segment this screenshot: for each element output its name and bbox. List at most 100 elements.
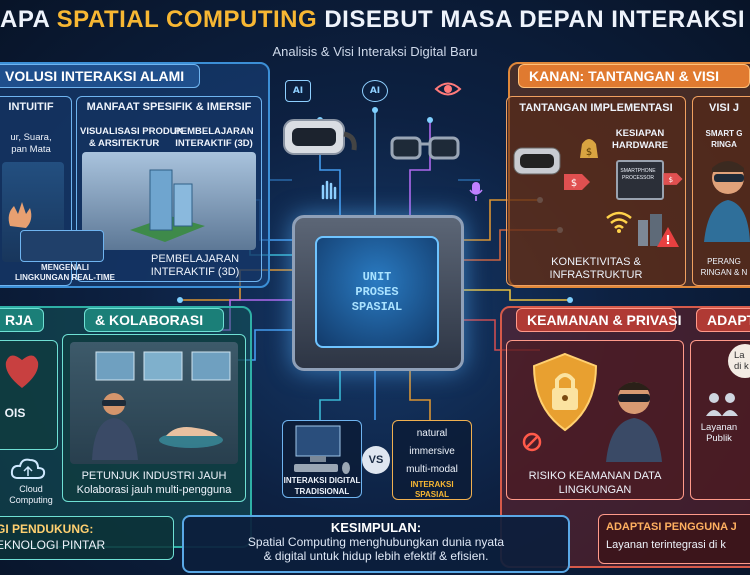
cloud-label-a: Cloud bbox=[19, 484, 43, 494]
support-line-2: EKNOLOGI PINTAR bbox=[0, 538, 106, 552]
support-tech-box bbox=[0, 516, 174, 560]
env-label-a: MENGENALI bbox=[41, 263, 89, 272]
conclusion-box: KESIMPULAN: Spatial Computing menghubung… bbox=[182, 515, 570, 573]
building-model-icon bbox=[130, 169, 205, 242]
vision-title: VISI J bbox=[709, 102, 739, 114]
user-with-glasses-icon bbox=[606, 382, 662, 462]
benefits-title: MANFAAT SPESIFIK & IMERSIF bbox=[86, 101, 252, 113]
ai-badge-1: AI bbox=[285, 80, 311, 102]
evolution-header: VOLUSI INTERAKSI ALAMI bbox=[0, 64, 200, 88]
support-line-1: GI PENDUKUNG: bbox=[0, 522, 94, 536]
heart-anatomy-icon bbox=[5, 355, 39, 388]
implementation-title: TANTANGAN IMPLEMENTASI bbox=[519, 102, 673, 114]
challenges-header: KANAN: TANTANGAN & VISI bbox=[518, 64, 750, 88]
benefits-caption-a: PEMBELAJARAN bbox=[150, 253, 240, 265]
work-header-left: RJA bbox=[0, 308, 44, 332]
svg-text:$: $ bbox=[586, 147, 592, 158]
traditional-label-b: TRADISIONAL bbox=[294, 487, 350, 496]
processor-label-a: SMARTPHONE bbox=[620, 168, 656, 174]
vision-smart-b: RINGA bbox=[711, 140, 737, 149]
vision-device-a: PERANG bbox=[707, 257, 741, 266]
ois-label: OIS bbox=[4, 406, 26, 420]
benefit-2-a: PEMBELAJARAN bbox=[174, 126, 254, 137]
industry-title: PETUNJUK INDUSTRI JAUH bbox=[81, 470, 227, 482]
spatial-label-a: INTERAKSI bbox=[410, 480, 454, 489]
shield-lock-icon bbox=[532, 352, 598, 432]
eye-icon bbox=[434, 82, 462, 96]
intuitive-text-2: pan Mata bbox=[11, 144, 51, 155]
adapt-header: ADAPT bbox=[696, 308, 750, 332]
benefit-2-b: INTERAKTIF (3D) bbox=[175, 138, 253, 149]
microphone-icon bbox=[469, 182, 483, 201]
hand-icon bbox=[321, 180, 337, 200]
vr-headset-icon bbox=[283, 119, 357, 155]
chip-label: UNIT PROSES SPASIAL bbox=[352, 270, 402, 315]
adapt-text: Layanan terintegrasi di k bbox=[606, 539, 726, 551]
processor-chip bbox=[616, 160, 664, 200]
wifi-icon bbox=[606, 211, 632, 233]
conclusion-line-1: Spatial Computing menghubungkan dunia ny… bbox=[247, 535, 505, 549]
holographic-patient-icon bbox=[159, 427, 223, 448]
chip-line-2: PROSES bbox=[355, 284, 399, 299]
people-group-icon bbox=[706, 393, 738, 416]
cloud-icon bbox=[10, 458, 46, 479]
benefit-1-b: & ARSITEKTUR bbox=[88, 138, 160, 149]
risk-label-b: LINGKUNGAN bbox=[558, 484, 632, 496]
price-tag-icon: $ bbox=[564, 174, 590, 190]
connectivity-label-a: KONEKTIVITAS & bbox=[551, 256, 641, 268]
vision-smart-a: SMART G bbox=[705, 129, 743, 138]
traditional-label-a: INTERAKSI DIGITAL bbox=[283, 476, 361, 485]
adapt-user-box bbox=[598, 514, 750, 564]
svg-text:!: ! bbox=[665, 233, 670, 247]
trait-natural: natural bbox=[416, 428, 448, 439]
processor-label-b: PROCESSOR bbox=[622, 175, 654, 181]
spatial-label-b: SPASIAL bbox=[414, 490, 450, 499]
security-header: KEAMANAN & PRIVASI bbox=[516, 308, 682, 332]
connectivity-label-b: INFRASTRUKTUR bbox=[549, 269, 643, 281]
page-title: APA SPATIAL COMPUTING DISEBUT MASA DEPAN… bbox=[0, 6, 750, 33]
risk-label-a: RISIKO KEAMANAN DATA bbox=[528, 470, 662, 482]
benefit-1-a: VISUALISASI PRODUK bbox=[80, 126, 184, 137]
work-header-right: & KOLABORASI bbox=[84, 308, 224, 332]
blocked-icon bbox=[522, 432, 542, 452]
trait-multimodal: multi-modal bbox=[406, 464, 458, 475]
svg-text:$: $ bbox=[571, 178, 577, 189]
waving-hand-icon bbox=[8, 202, 32, 228]
money-icon: $ bbox=[580, 139, 598, 158]
video-screens-icon bbox=[95, 351, 231, 381]
benefits-caption-b: INTERAKTIF (3D) bbox=[150, 266, 240, 278]
spatial-processing-chip: UNIT PROSES SPASIAL bbox=[292, 215, 464, 371]
person-with-glasses-icon bbox=[704, 161, 750, 242]
monitor-icon bbox=[294, 425, 350, 474]
bubble-text-b: di k bbox=[734, 361, 749, 372]
buildings-icon bbox=[638, 214, 662, 246]
service-label-b: Publik bbox=[706, 433, 732, 444]
intuitive-title: INTUITIF bbox=[8, 101, 54, 113]
speech-bubble bbox=[728, 344, 750, 378]
chip-core: UNIT PROSES SPASIAL bbox=[315, 236, 439, 348]
environment-scene bbox=[20, 230, 104, 262]
chip-line-3: SPASIAL bbox=[351, 299, 403, 314]
spatial-box bbox=[392, 420, 472, 500]
conclusion-title: KESIMPULAN: bbox=[330, 520, 422, 535]
conclusion-line-2: & digital untuk hidup lebih efektif & ef… bbox=[263, 549, 489, 563]
smart-glasses-icon bbox=[390, 136, 460, 160]
vision-device-b: RINGAN & N bbox=[700, 268, 748, 277]
chip-line-1: UNIT bbox=[362, 269, 392, 284]
headset-hardware-icon bbox=[513, 147, 561, 175]
intuitive-text-1: ur, Suara, bbox=[10, 132, 52, 143]
cloud-label-b: Computing bbox=[9, 495, 53, 505]
hardware-label-a: KESIAPAN bbox=[615, 128, 665, 139]
service-label-a: Layanan bbox=[700, 422, 738, 433]
adapt-title: ADAPTASI PENGGUNA J bbox=[606, 521, 737, 533]
svg-text:$: $ bbox=[668, 175, 673, 184]
industry-subtitle: Kolaborasi jauh multi-pengguna bbox=[76, 484, 232, 496]
price-tag-icon-2: $ bbox=[663, 173, 683, 185]
warning-icon: ! bbox=[657, 227, 679, 247]
env-label-b: LINGKUNGAN REAL-TIME bbox=[15, 273, 115, 282]
vs-badge: VS bbox=[362, 446, 390, 474]
trait-immersive: immersive bbox=[409, 446, 455, 457]
bubble-text-a: La bbox=[734, 350, 745, 361]
page-subtitle: Analisis & Visi Interaksi Digital Baru bbox=[272, 44, 478, 59]
ai-badge-2: AI bbox=[362, 80, 388, 102]
